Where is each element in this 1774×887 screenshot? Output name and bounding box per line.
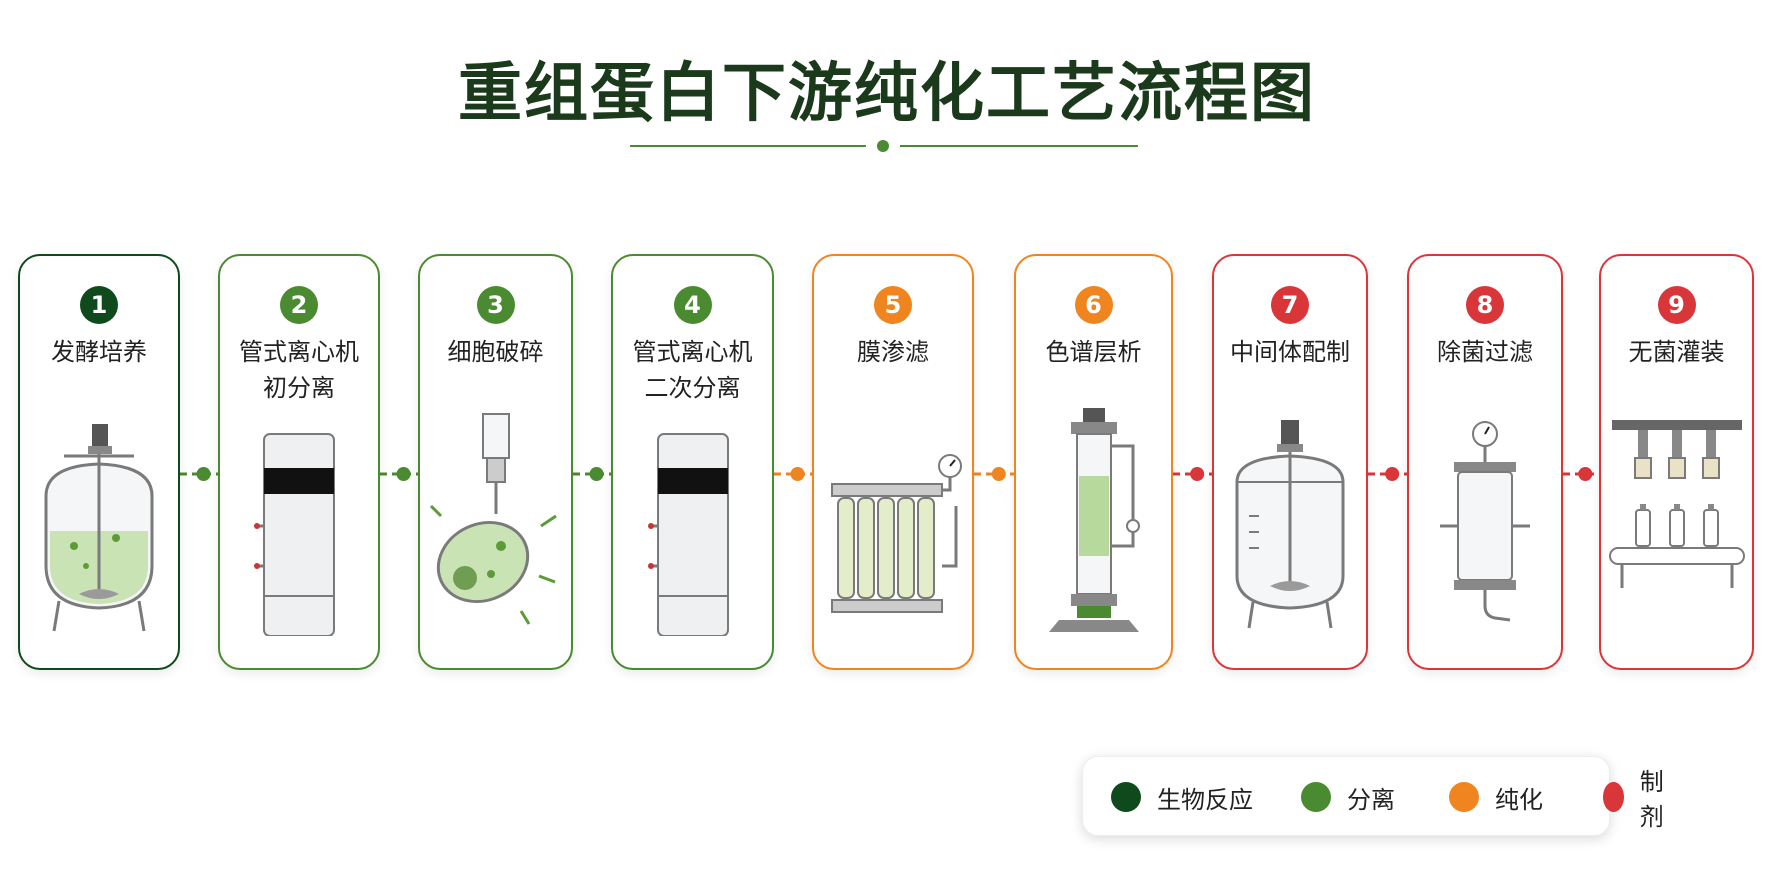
step-card-1: 1 发酵培养 — [18, 254, 180, 670]
step-card-9: 9 无菌灌装 — [1599, 254, 1754, 670]
connector-dot — [1190, 467, 1205, 481]
step-card-4: 4 管式离心机二次分离 — [611, 254, 774, 670]
step-label: 中间体配制 — [1214, 334, 1366, 370]
connector-dot — [1385, 467, 1400, 481]
step-label-line: 二次分离 — [644, 374, 741, 402]
sterile-filter-icon — [1440, 421, 1530, 622]
legend-swatch — [1449, 782, 1479, 812]
step-label-line: 初分离 — [263, 374, 335, 402]
legend-item: 纯化 — [1449, 757, 1543, 837]
step-label: 膜渗滤 — [814, 334, 972, 370]
step-label-line: 除菌过滤 — [1437, 338, 1533, 366]
step-number-badge: 4 — [673, 286, 712, 324]
step-label: 细胞破碎 — [420, 334, 571, 370]
connector-dot — [1578, 467, 1593, 481]
step-label-line: 管式离心机 — [239, 338, 359, 366]
step-label: 管式离心机二次分离 — [613, 334, 772, 406]
step-number-badge: 6 — [1074, 286, 1113, 324]
step-number-badge: 9 — [1657, 286, 1696, 324]
step-card-5: 5 膜渗滤 — [812, 254, 974, 670]
legend-item: 分离 — [1301, 757, 1395, 837]
step-label: 色谱层析 — [1016, 334, 1171, 370]
connector-dot — [589, 467, 604, 481]
step-card-6: 6 色谱层析 — [1014, 254, 1173, 670]
tubular-centrifuge-icon — [254, 433, 335, 636]
connector-dot — [991, 467, 1006, 481]
mixing-tank-icon — [1235, 420, 1345, 629]
connector-dot — [196, 467, 211, 481]
legend: 生物反应 分离 纯化 制剂 — [1082, 756, 1664, 837]
legend-item: 制剂 — [1603, 757, 1673, 837]
step-label-line: 细胞破碎 — [447, 338, 544, 366]
step-card-2: 2 管式离心机初分离 — [218, 254, 380, 670]
legend-label: 分离 — [1347, 785, 1395, 814]
tubular-centrifuge-icon — [647, 433, 729, 636]
step-number-badge: 8 — [1466, 286, 1504, 324]
legend-label: 生物反应 — [1157, 785, 1253, 814]
step-number-badge: 3 — [476, 286, 515, 324]
legend-swatch — [1301, 782, 1331, 812]
fermenter-icon — [44, 424, 154, 632]
connector-dot — [790, 467, 805, 481]
step-label: 无菌灌装 — [1601, 334, 1752, 370]
step-card-3: 3 细胞破碎 — [418, 254, 573, 670]
step-number-badge: 2 — [280, 286, 318, 324]
title-divider — [630, 140, 1138, 152]
step-label-line: 中间体配制 — [1230, 338, 1350, 366]
legend-swatch — [1603, 782, 1624, 812]
step-label-line: 发酵培养 — [51, 338, 147, 366]
filling-machine-icon — [1608, 420, 1745, 588]
step-label-line: 色谱层析 — [1045, 338, 1142, 366]
page-title: 重组蛋白下游纯化工艺流程图 — [458, 57, 1316, 131]
step-label-line: 无菌灌装 — [1628, 338, 1725, 366]
legend-swatch — [1111, 782, 1141, 812]
legend-label: 纯化 — [1495, 785, 1543, 814]
connector-dot — [396, 467, 411, 481]
legend-item: 生物反应 — [1111, 757, 1253, 837]
chromatography-column-icon — [1048, 408, 1140, 632]
membrane-filter-icon — [831, 454, 962, 613]
step-number-badge: 1 — [80, 286, 118, 324]
step-card-7: 7 中间体配制 — [1212, 254, 1368, 670]
cell-disruption-icon — [429, 413, 557, 625]
step-label-line: 膜渗滤 — [857, 338, 929, 366]
step-label: 除菌过滤 — [1409, 334, 1561, 370]
step-number-badge: 5 — [874, 286, 912, 324]
legend-label: 制剂 — [1639, 768, 1664, 831]
step-label: 管式离心机初分离 — [220, 334, 378, 406]
step-number-badge: 7 — [1271, 286, 1309, 324]
step-card-8: 8 除菌过滤 — [1407, 254, 1563, 670]
step-label-line: 管式离心机 — [632, 338, 753, 366]
step-label: 发酵培养 — [20, 334, 178, 370]
